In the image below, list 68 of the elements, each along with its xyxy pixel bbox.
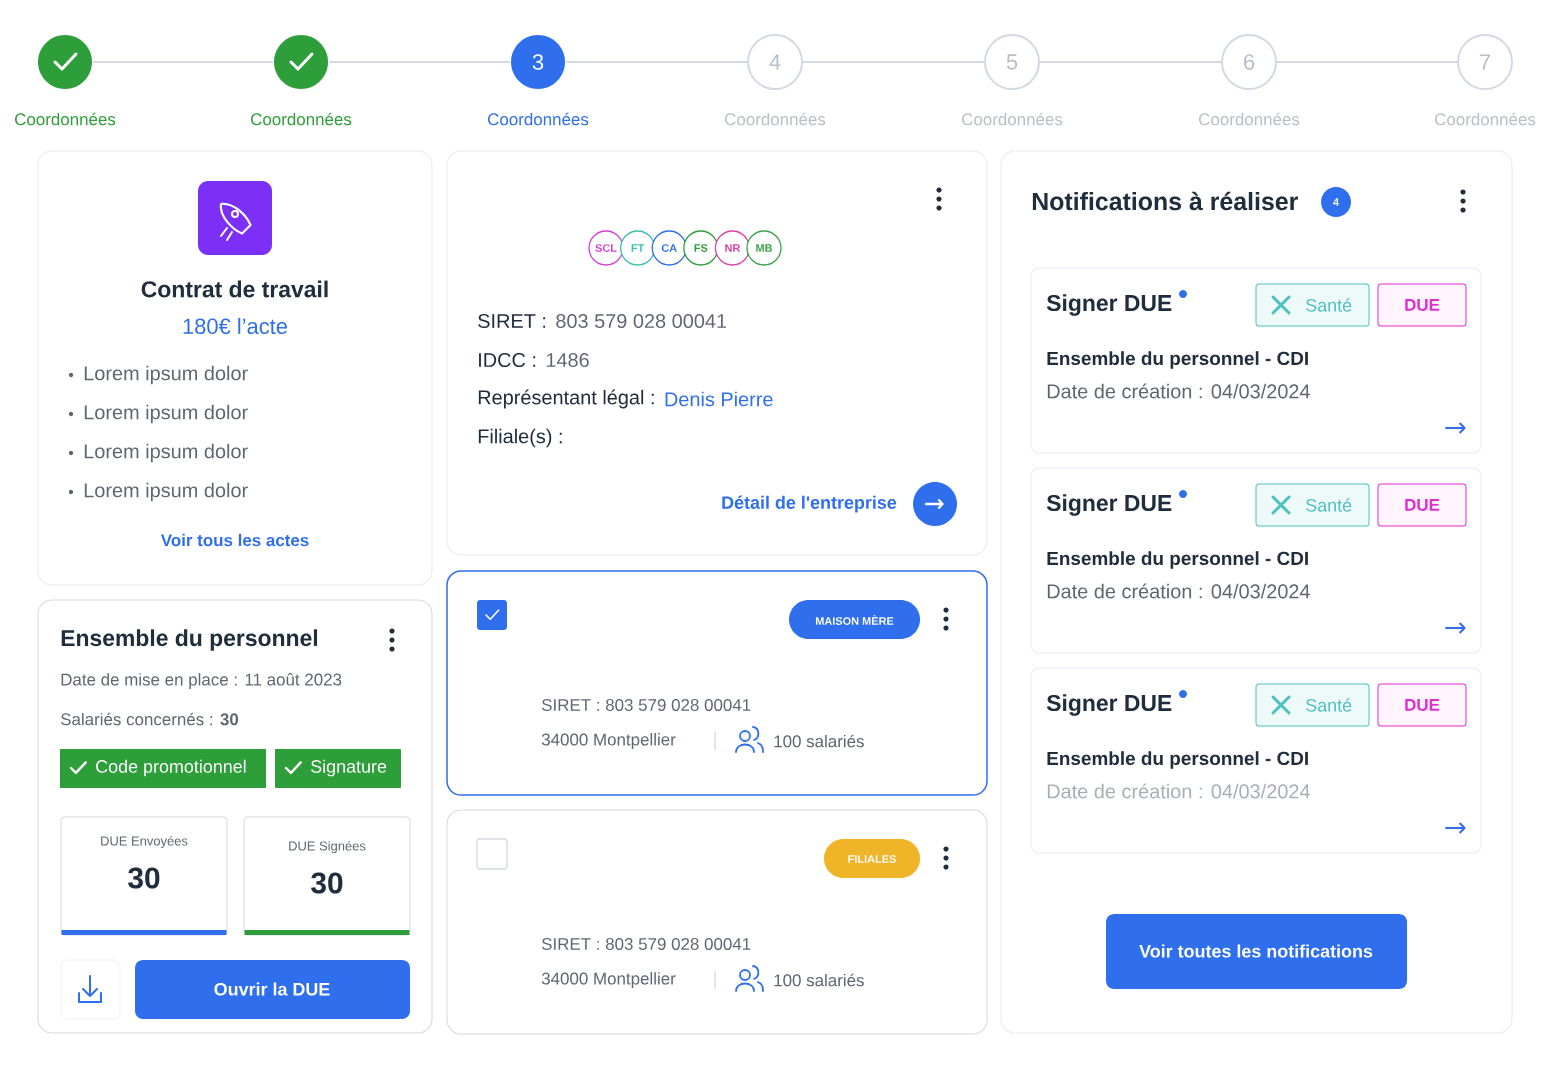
field-value: Denis Pierre [665,391,773,407]
info-text: Date de création : 04/03/2024 [1047,383,1310,399]
info-text: 100 salariés [774,734,864,748]
card-title: Signer DUE [1046,494,1172,516]
tag: Santé [1255,483,1370,527]
card-title: Signer DUE [1046,694,1172,716]
step-label: Coordonnées [1435,112,1536,126]
step-label: Coordonnées [15,112,116,126]
step-label: Coordonnées [962,112,1063,126]
initials-badge: NR [714,230,751,266]
pill-badge: FILIALES [824,839,920,878]
connector-line [92,61,274,63]
connector-line [1039,61,1222,63]
tag: DUE [1377,683,1467,727]
pill-badge: MAISON MÈRE [789,600,920,639]
step-label: Coordonnées [725,112,826,126]
badge: Signature [275,749,401,788]
card-title: Ensemble du personnel [61,629,318,651]
bullet-item: Lorem ipsum dolor [68,404,248,424]
initials-badge: CA [651,230,687,266]
field-label: Filiale(s) : [478,428,562,448]
stat-card: DUE Signées 30 [243,816,411,936]
connector-line [328,61,511,63]
tag: DUE [1377,483,1467,527]
link: Voir tous les actes [160,533,309,547]
field-label: SIRET : [478,313,546,329]
count-badge: 4 [1321,187,1351,217]
info-text: Date de création : 04/03/2024 [1047,783,1310,799]
badge: Code promotionnel [60,749,266,788]
info-text: Date de création : 04/03/2024 [1047,583,1310,599]
tag: Santé [1255,283,1370,327]
connector-line [1276,61,1458,63]
bullet-item: Lorem ipsum dolor [68,365,248,385]
bullet-item: Lorem ipsum dolor [68,443,248,463]
button: Voir toutes les notifications [1106,914,1407,989]
step-label: Coordonnées [488,112,589,126]
info-text: Salariés concernés : 30 [60,712,239,726]
field-value: 1486 [546,352,589,368]
initials-badge: FT [619,230,656,266]
connector-line [565,61,748,63]
connector-line [802,61,985,63]
bullet-item: Lorem ipsum dolor [68,482,248,502]
step-label: Coordonnées [1199,112,1300,126]
info-text: Ensemble du personnel - CDI [1047,351,1308,369]
initials-badge: FS [683,230,719,266]
initials-badge: SCL [588,230,624,266]
info-text: Date de mise en place : 11 août 2023 [61,673,342,689]
tag: Santé [1255,683,1370,727]
card-title: Contrat de travail [141,280,328,298]
button: Ouvrir la DUE [135,960,410,1019]
info-text: SIRET : 803 579 028 00041 [541,699,751,711]
field-label: Représentant légal : [478,389,654,409]
card-title: Signer DUE [1046,294,1172,316]
tag: DUE [1377,283,1467,327]
step-label: Coordonnées [251,112,352,126]
panel-title: Notifications à réaliser [1032,191,1298,211]
info-text: Ensemble du personnel - CDI [1047,551,1308,569]
info-text: SIRET : 803 579 028 00041 [541,938,751,950]
initials-badge: MB [746,230,782,266]
price-text: 180€ l’acte [183,317,287,335]
link: Détail de l'entreprise [722,495,897,513]
stat-card: DUE Envoyées 30 [60,816,228,936]
info-text: Ensemble du personnel - CDI [1047,751,1308,769]
field-value: 803 579 028 00041 [556,313,727,329]
field-label: IDCC : [479,352,536,368]
info-text: 34000 Montpellier [541,733,676,749]
info-text: 34000 Montpellier [541,972,676,988]
info-text: 100 salariés [774,973,864,987]
